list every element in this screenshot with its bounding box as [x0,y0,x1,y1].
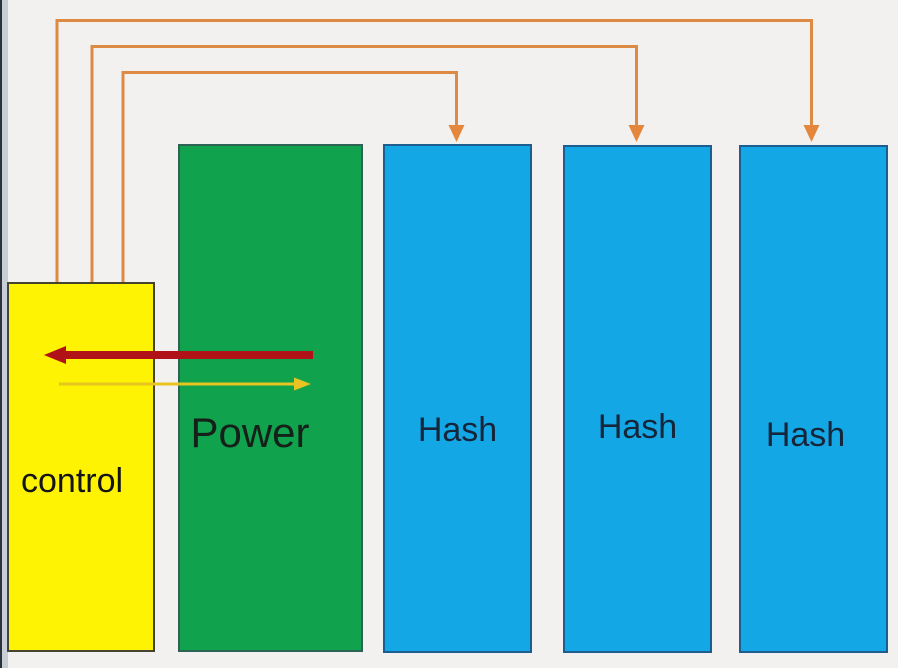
down-arrowhead-hash1-icon [448,125,465,142]
left-dark-edge [0,0,2,668]
hash-label-1: Hash [417,411,498,449]
power-box [178,144,363,652]
control-label: control [21,462,124,500]
hash-box-2 [563,145,712,653]
connector-control-to-hash2 [90,45,638,282]
hash-label-3: Hash [765,416,846,454]
left-gray-edge [2,0,8,668]
hash-box-3 [739,145,888,653]
hash-label-2: Hash [597,408,678,446]
control-box [7,282,155,652]
down-arrowhead-hash3-icon [803,125,820,142]
hash-box-1 [383,144,532,653]
down-arrowhead-hash2-icon [628,125,645,142]
power-label: Power [190,409,310,456]
